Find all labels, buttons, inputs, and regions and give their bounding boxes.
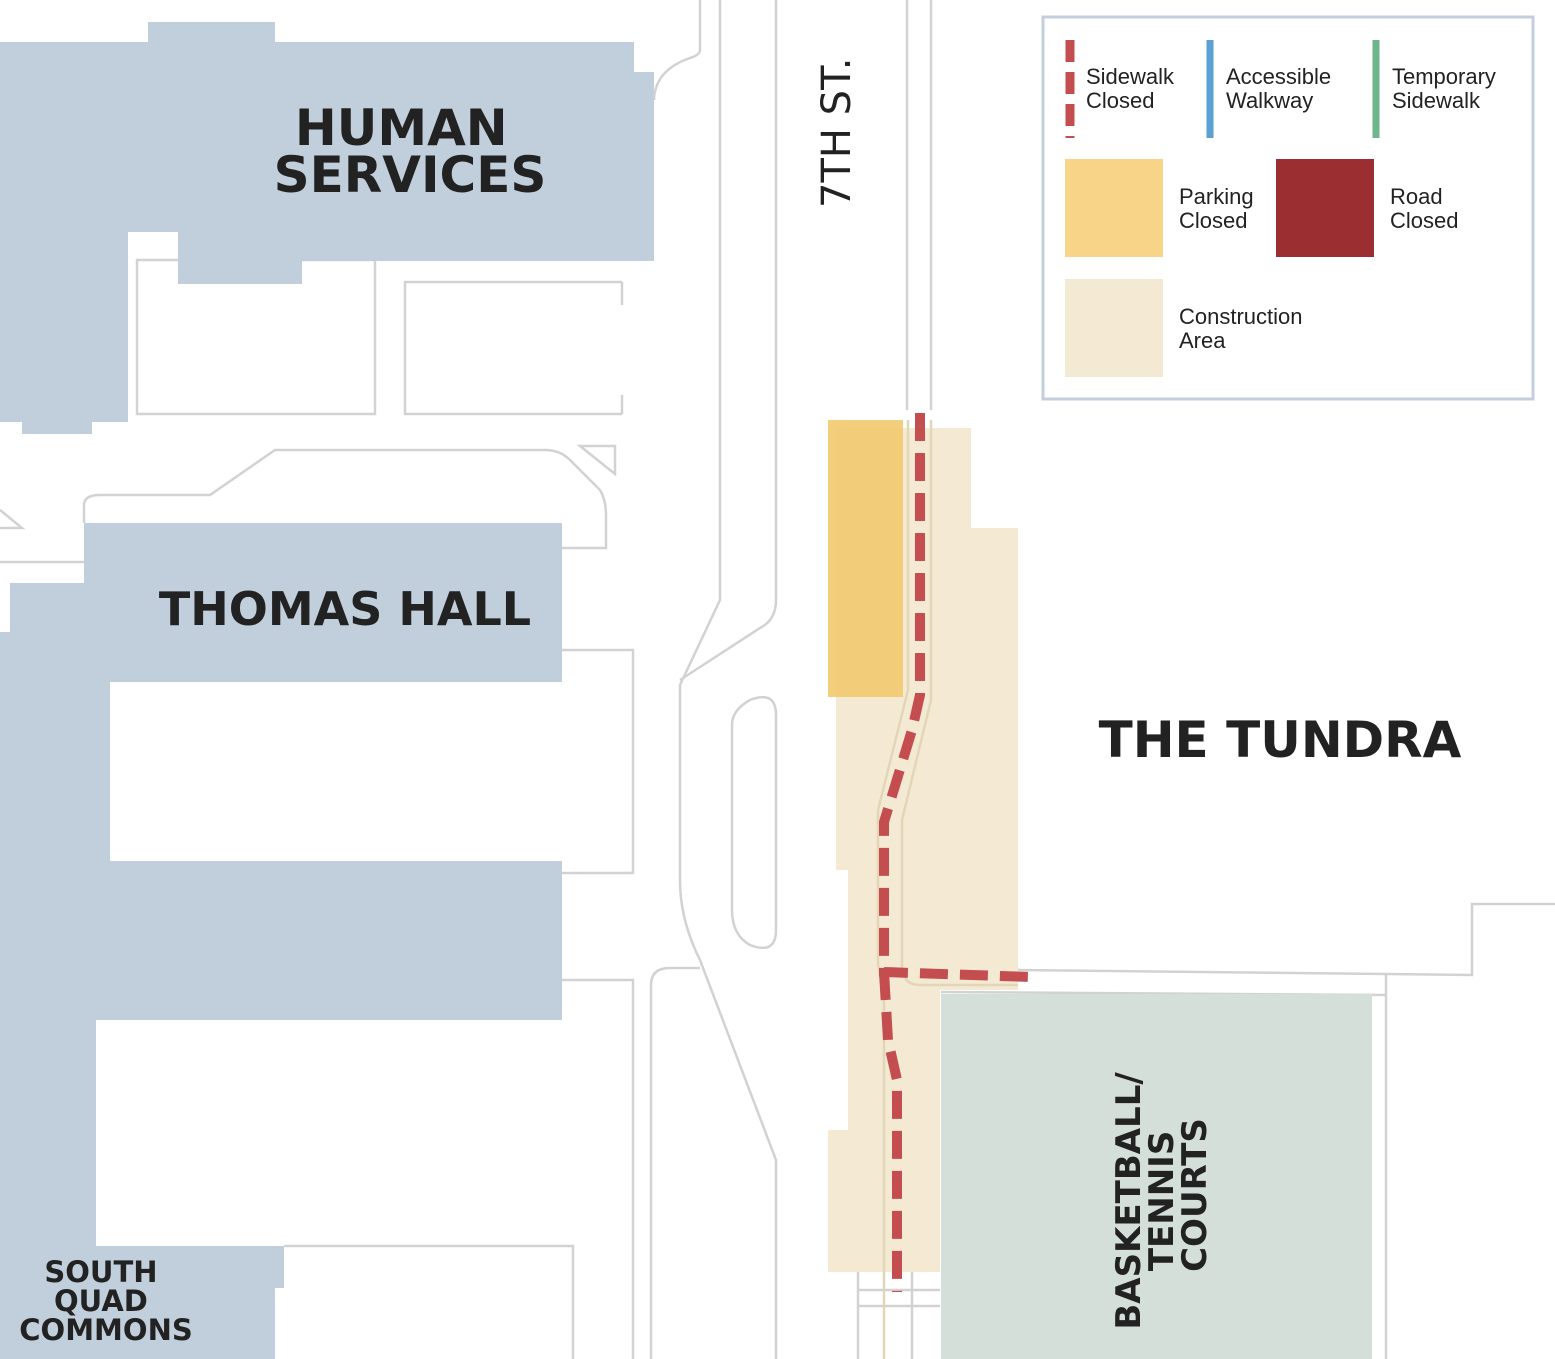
legend-parking-closed-swatch	[1065, 159, 1163, 257]
legend-road-closed-swatch	[1276, 159, 1374, 257]
label-south-quad-commons: SOUTH QUAD COMMONS	[19, 1255, 192, 1347]
sidewalk-closed-route	[879, 413, 1031, 1292]
label-human-services: HUMAN SERVICES	[274, 99, 547, 204]
basketball-tennis-courts	[941, 994, 1372, 1359]
parking-closed-area	[828, 420, 903, 697]
building-thomas-hall	[0, 523, 562, 1359]
label-the-tundra: THE TUNDRA	[1099, 711, 1462, 769]
building-human-services	[0, 22, 654, 434]
label-7th-street: 7TH ST.	[814, 58, 860, 208]
legend-construction-area-swatch	[1065, 279, 1163, 377]
label-thomas-hall: THOMAS HALL	[159, 582, 531, 636]
label-courts: BASKETBALL/ TENNIS COURTS	[1109, 1060, 1215, 1329]
